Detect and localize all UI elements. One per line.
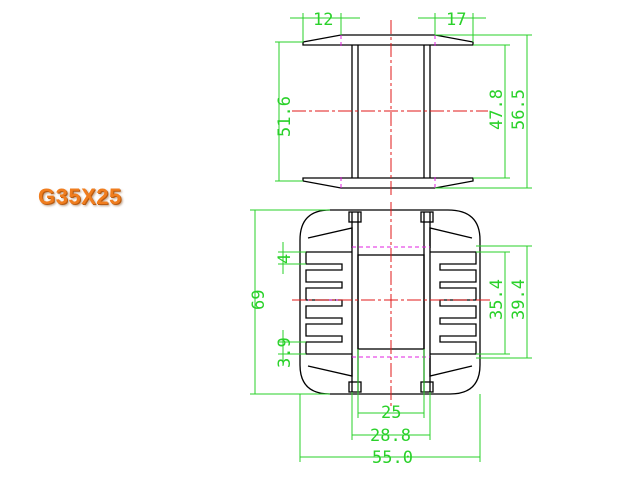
dim-overall-height-left: 51.6 xyxy=(275,96,295,137)
dim-inner-height: 47.8 xyxy=(487,89,507,130)
rib-bottom-right xyxy=(429,356,473,377)
front-view xyxy=(299,209,481,395)
rib-top-left xyxy=(307,227,353,248)
dim-inner-a: 35.4 xyxy=(487,279,507,320)
rib-top-right xyxy=(429,227,473,248)
front-view-centerlines xyxy=(292,202,490,408)
outer-body xyxy=(299,209,481,395)
bottom-flange-lower xyxy=(302,177,474,189)
top-view-hidden xyxy=(340,35,436,188)
dim-pin-pitch: 4 xyxy=(275,254,295,264)
dim-width-25: 25 xyxy=(381,403,401,423)
pins-right xyxy=(430,251,477,355)
part-title: G35X25 xyxy=(38,184,122,209)
top-flange-upper xyxy=(302,34,474,46)
dim-inner-b: 39.4 xyxy=(509,279,529,320)
dim-flange-right: 17 xyxy=(446,10,466,30)
dim-height-69: 69 xyxy=(249,290,269,310)
dim-pin-offset: 3.9 xyxy=(275,337,295,368)
top-view-centerlines xyxy=(292,20,488,198)
front-view-dimensions xyxy=(250,209,532,462)
dim-overall-height-right: 56.5 xyxy=(509,89,529,130)
dim-width-28-8: 28.8 xyxy=(370,426,411,446)
dim-flange-left: 12 xyxy=(313,10,333,30)
dim-width-55: 55.0 xyxy=(372,448,413,468)
top-view-dimensions xyxy=(275,13,532,189)
pins-left xyxy=(305,251,352,355)
rib-bottom-left xyxy=(307,356,353,377)
